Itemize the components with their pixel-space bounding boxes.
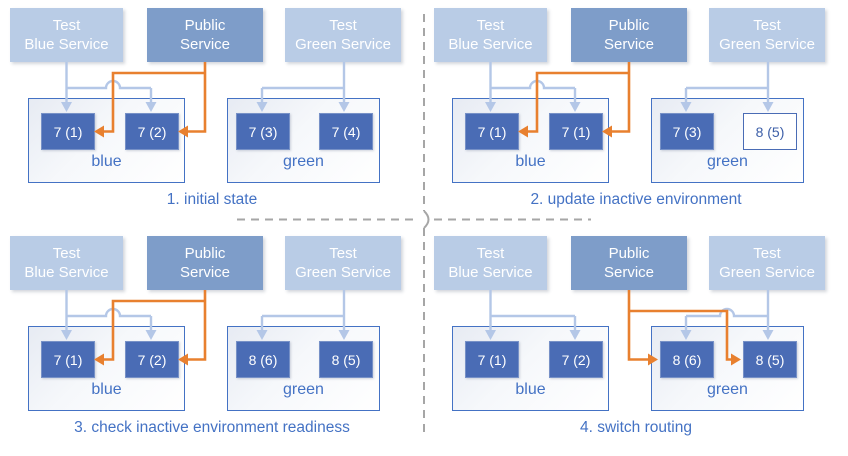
service-label-line: Test [476, 244, 505, 262]
blue-environment-box: 7 (1) 7 (2) blue [28, 326, 185, 411]
test-blue-service-box: Test Blue Service [434, 236, 547, 290]
pod: 7 (1) [465, 113, 519, 150]
panel-initial-state: Test Blue Service Public Service Test Gr… [0, 0, 424, 228]
public-service-box: Public Service [571, 8, 687, 62]
public-service-box: Public Service [571, 236, 687, 290]
service-label-line: Public [608, 16, 650, 34]
pod-label: 8 (5) [755, 123, 785, 140]
green-environment-box: 7 (3) 8 (5) green [651, 98, 804, 183]
pod-label: 7 (2) [137, 351, 167, 368]
public-service-box: Public Service [147, 8, 263, 62]
pod: 7 (1) [549, 113, 603, 150]
pod-label: 7 (1) [477, 123, 507, 140]
environment-label: green [283, 381, 324, 398]
pod-label: 7 (1) [561, 123, 591, 140]
service-label-line: Public [184, 244, 226, 262]
pod-label: 7 (2) [137, 123, 167, 140]
service-label-line: Test [329, 16, 357, 34]
service-label-line: Service [179, 264, 231, 281]
pod-label: 7 (1) [53, 123, 83, 140]
panel-check-inactive-environment-readiness: Test Blue Service Public Service Test Gr… [0, 228, 424, 456]
environment-label: blue [515, 381, 546, 398]
pod: 8 (6) [236, 341, 290, 378]
test-blue-service-box: Test Blue Service [434, 8, 547, 62]
test-green-service-box: Test Green Service [709, 236, 825, 290]
service-label-line: Test [329, 244, 357, 262]
pod: 7 (1) [41, 113, 95, 150]
panel-caption: 3. check inactive environment readiness [74, 419, 350, 436]
pod: 8 (5) [319, 341, 373, 378]
environment-label: blue [91, 153, 122, 170]
pod-label: 7 (4) [331, 123, 361, 140]
test-blue-service-box: Test Blue Service [10, 236, 123, 290]
pod-label: 7 (3) [248, 123, 278, 140]
service-label-line: Blue Service [448, 36, 533, 53]
pod: 7 (3) [236, 113, 290, 150]
panel-caption: 4. switch routing [580, 419, 692, 436]
pod-label: 7 (3) [672, 123, 702, 140]
pod: 7 (2) [549, 341, 603, 378]
service-label-line: Service [179, 36, 231, 53]
pod: 7 (3) [660, 113, 714, 150]
pod: 7 (4) [319, 113, 373, 150]
test-green-service-box: Test Green Service [709, 8, 825, 62]
pod: 7 (2) [125, 341, 179, 378]
pod-label: 8 (6) [672, 351, 702, 368]
green-environment-box: 8 (6) 8 (5) green [651, 326, 804, 411]
pod: 7 (1) [465, 341, 519, 378]
pod-label: 7 (2) [561, 351, 591, 368]
service-label-line: Blue Service [24, 36, 109, 53]
service-label-line: Green Service [295, 36, 391, 53]
environment-label: blue [515, 153, 546, 170]
service-label-line: Service [603, 264, 655, 281]
pod: 7 (2) [125, 113, 179, 150]
service-label-line: Service [603, 36, 655, 53]
blue-environment-box: 7 (1) 7 (2) blue [452, 326, 609, 411]
pod: 8 (5) [743, 341, 797, 378]
service-label-line: Green Service [295, 264, 391, 281]
panel-caption: 2. update inactive environment [530, 191, 742, 208]
service-label-line: Test [476, 16, 505, 34]
service-label-line: Green Service [719, 36, 815, 53]
environment-label: green [707, 381, 748, 398]
blue-environment-box: 7 (1) 7 (1) blue [452, 98, 609, 183]
service-label-line: Test [52, 244, 81, 262]
service-label-line: Blue Service [24, 264, 109, 281]
service-label-line: Blue Service [448, 264, 533, 281]
pod-label: 8 (6) [248, 351, 278, 368]
panel-caption: 1. initial state [166, 191, 258, 208]
service-label-line: Public [184, 16, 226, 34]
pod: 7 (1) [41, 341, 95, 378]
environment-label: blue [91, 381, 122, 398]
service-label-line: Test [753, 244, 781, 262]
green-environment-box: 7 (3) 7 (4) green [227, 98, 380, 183]
service-label-line: Test [753, 16, 781, 34]
blue-environment-box: 7 (1) 7 (2) blue [28, 98, 185, 183]
service-label-line: Test [52, 16, 81, 34]
green-environment-box: 8 (6) 8 (5) green [227, 326, 380, 411]
pod-label: 8 (5) [331, 351, 361, 368]
pod-label: 7 (1) [477, 351, 507, 368]
pod: 8 (5) [743, 113, 797, 150]
pod-label: 8 (5) [755, 351, 785, 368]
panel-update-inactive-environment: Test Blue Service Public Service Test Gr… [424, 0, 848, 228]
environment-label: green [283, 153, 324, 170]
test-green-service-box: Test Green Service [285, 236, 401, 290]
environment-label: green [707, 153, 748, 170]
test-green-service-box: Test Green Service [285, 8, 401, 62]
service-label-line: Green Service [719, 264, 815, 281]
public-service-box: Public Service [147, 236, 263, 290]
service-label-line: Public [608, 244, 650, 262]
panel-switch-routing: Test Blue Service Public Service Test Gr… [424, 228, 848, 456]
test-blue-service-box: Test Blue Service [10, 8, 123, 62]
pod-label: 7 (1) [53, 351, 83, 368]
pod: 8 (6) [660, 341, 714, 378]
